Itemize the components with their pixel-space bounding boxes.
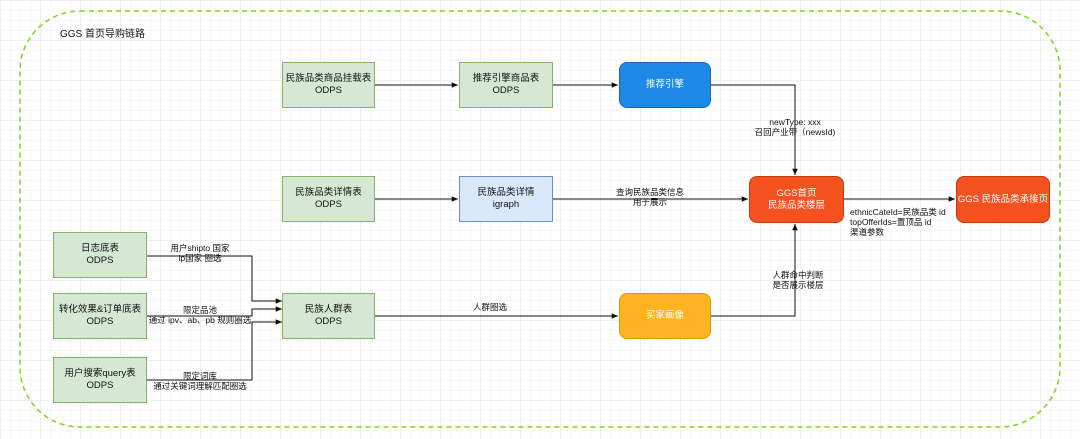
- node-rec-table-line2: ODPS: [492, 85, 520, 96]
- node-detail-table-line2: ODPS: [315, 199, 342, 210]
- label-params-line2: topOfferIds=置顶品 id: [850, 217, 932, 227]
- label-params-line1: ethnicCateId=民族品类 id: [850, 207, 946, 217]
- edge-log-to-crowd: [147, 255, 282, 304]
- label-hit-line1: 人群命中判断: [772, 270, 824, 280]
- node-search-table-line2: ODPS: [86, 380, 114, 391]
- node-rec-table: 推荐引擎商品表 ODPS: [459, 62, 553, 108]
- label-pool: 限定品池 通过 ipv、ab、pb 规则圈选: [140, 305, 260, 325]
- node-detail-table: 民族品类详情表 ODPS: [282, 176, 375, 222]
- node-detail-igraph-line2: igraph: [492, 199, 520, 210]
- label-shipto-line2: ip国家 圈选: [178, 253, 222, 263]
- node-detail-igraph-line1: 民族品类详情: [477, 187, 535, 198]
- node-crowd-table: 民族人群表 ODPS: [282, 293, 375, 339]
- node-conv-table: 转化效果&订单底表 ODPS: [53, 293, 147, 339]
- node-crowd-table-line2: ODPS: [315, 316, 342, 327]
- label-shipto: 用户shipto 国家 ip国家 圈选: [150, 243, 250, 263]
- node-log-table-line2: ODPS: [86, 255, 114, 266]
- label-lexicon: 限定词库 通过关键词理解匹配圈选: [145, 371, 255, 391]
- node-log-table: 日志底表 ODPS: [53, 232, 147, 278]
- label-newtype-line2: 召回产业带（newsId): [754, 127, 836, 137]
- node-ggs-home-line1: GGS首页: [776, 187, 817, 199]
- node-detail-igraph: 民族品类详情 igraph: [459, 176, 553, 222]
- node-buyer-profile-line1: 买家画像: [645, 310, 684, 321]
- node-search-table: 用户搜索query表 ODPS: [53, 357, 147, 403]
- label-shipto-line1: 用户shipto 国家: [170, 243, 230, 253]
- label-hit: 人群命中判断 是否展示楼层: [758, 270, 838, 290]
- node-rec-engine-line1: 推荐引擎: [645, 79, 684, 90]
- node-ggs-home: GGS首页 民族品类楼层: [749, 176, 844, 223]
- container-border: [19, 10, 1061, 428]
- label-query-line2: 用于展示: [632, 197, 667, 207]
- label-crowd: 人群圈选: [455, 302, 525, 312]
- edge-search-to-crowd: [147, 319, 282, 381]
- label-lexicon-line2: 通过关键词理解匹配圈选: [153, 381, 247, 391]
- node-conv-table-line2: ODPS: [86, 316, 114, 327]
- label-lexicon-line1: 限定词库: [182, 371, 217, 381]
- label-hit-line2: 是否展示楼层: [772, 280, 824, 290]
- label-newtype: newType: xxx 召回产业带（newsId): [742, 117, 848, 137]
- node-mount-table: 民族品类商品挂载表 ODPS: [282, 62, 375, 108]
- label-pool-line2: 通过 ipv、ab、pb 规则圈选: [148, 315, 252, 325]
- node-detail-table-line1: 民族品类详情表: [295, 187, 362, 198]
- node-ggs-landing-line1: GGS 民族品类承接页: [957, 193, 1049, 205]
- node-crowd-table-line1: 民族人群表: [304, 304, 353, 315]
- label-query-line1: 查询民族品类信息: [615, 187, 684, 197]
- node-mount-table-line2: ODPS: [315, 85, 342, 96]
- node-ggs-landing: GGS 民族品类承接页: [956, 176, 1050, 223]
- edge-conv-to-crowd: [147, 306, 282, 317]
- label-pool-line1: 限定品池: [182, 305, 217, 315]
- node-search-table-line1: 用户搜索query表: [64, 368, 136, 379]
- node-ggs-home-line2: 民族品类楼层: [767, 199, 825, 211]
- diagram-title: GGS 首页导购链路: [60, 29, 146, 40]
- node-rec-engine: 推荐引擎: [619, 62, 711, 108]
- node-conv-table-line1: 转化效果&订单底表: [58, 304, 142, 315]
- node-log-table-line1: 日志底表: [80, 243, 119, 254]
- node-buyer-profile: 买家画像: [619, 293, 711, 339]
- label-params: ethnicCateId=民族品类 id topOfferIds=置顶品 id …: [850, 207, 946, 237]
- label-query: 查询民族品类信息 用于展示: [610, 187, 690, 207]
- node-mount-table-line1: 民族品类商品挂载表: [285, 73, 372, 84]
- label-crowd-line1: 人群圈选: [472, 302, 507, 312]
- label-newtype-line1: newType: xxx: [769, 117, 821, 127]
- node-rec-table-line1: 推荐引擎商品表: [472, 73, 540, 84]
- label-params-line3: 渠道参数: [850, 227, 885, 237]
- edge-engine-to-home: [711, 84, 798, 175]
- edge-profile-to-home: [711, 224, 798, 317]
